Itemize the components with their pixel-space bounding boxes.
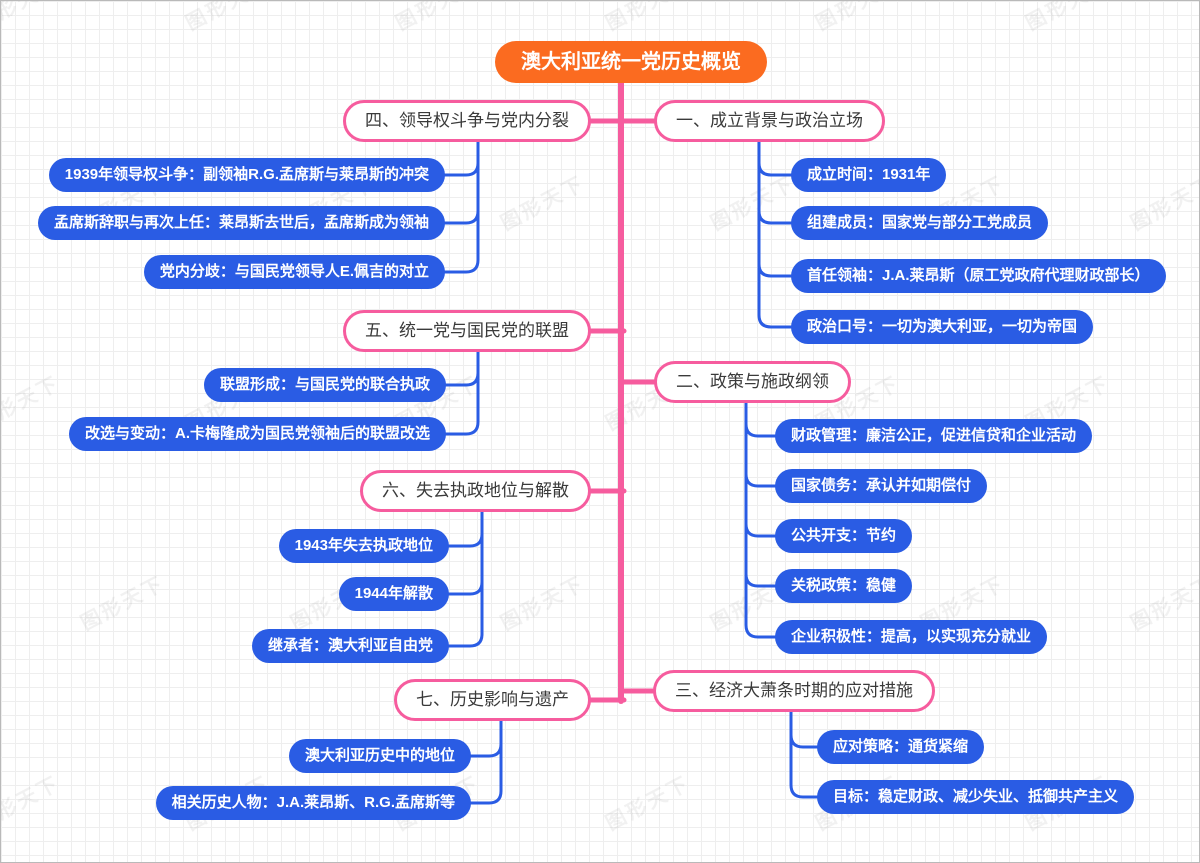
child-node[interactable]: 成立时间：1931年 xyxy=(791,158,947,192)
child-node[interactable]: 党内分歧：与国民党领导人E.佩吉的对立 xyxy=(143,255,445,289)
child-node[interactable]: 1944年解散 xyxy=(338,577,449,611)
child-node[interactable]: 关税政策：稳健 xyxy=(775,569,913,603)
child-node[interactable]: 政治口号：一切为澳大利亚，一切为帝国 xyxy=(791,310,1094,344)
child-node[interactable]: 澳大利亚历史中的地位 xyxy=(288,739,471,773)
branch-node-2[interactable]: 二、政策与施政纲领 xyxy=(654,361,851,403)
child-node[interactable]: 1943年失去执政地位 xyxy=(278,529,449,563)
child-node[interactable]: 组建成员：国家党与部分工党成员 xyxy=(791,206,1049,240)
child-node[interactable]: 应对策略：通货紧缩 xyxy=(817,730,985,764)
child-node[interactable]: 国家债务：承认并如期偿付 xyxy=(775,469,988,503)
child-node[interactable]: 财政管理：廉洁公正，促进信贷和企业活动 xyxy=(775,419,1093,453)
child-node[interactable]: 孟席斯辞职与再次上任：莱昂斯去世后，孟席斯成为领袖 xyxy=(37,206,445,240)
child-node[interactable]: 改选与变动：A.卡梅隆成为国民党领袖后的联盟改选 xyxy=(68,417,446,451)
branch-node-7[interactable]: 七、历史影响与遗产 xyxy=(394,679,591,721)
child-node[interactable]: 公共开支：节约 xyxy=(775,519,913,553)
root-node[interactable]: 澳大利亚统一党历史概览 xyxy=(495,41,767,83)
child-node[interactable]: 企业积极性：提高，以实现充分就业 xyxy=(775,620,1048,654)
child-node[interactable]: 联盟形成：与国民党的联合执政 xyxy=(203,368,446,402)
child-node[interactable]: 目标：稳定财政、减少失业、抵御共产主义 xyxy=(817,780,1135,814)
branch-node-6[interactable]: 六、失去执政地位与解散 xyxy=(360,470,591,512)
branch-node-5[interactable]: 五、统一党与国民党的联盟 xyxy=(343,310,591,352)
branch-node-1[interactable]: 一、成立背景与政治立场 xyxy=(654,100,885,142)
child-node[interactable]: 相关历史人物：J.A.莱昂斯、R.G.孟席斯等 xyxy=(155,786,471,820)
branch-node-4[interactable]: 四、领导权斗争与党内分裂 xyxy=(343,100,591,142)
child-node[interactable]: 继承者：澳大利亚自由党 xyxy=(251,629,449,663)
branch-node-3[interactable]: 三、经济大萧条时期的应对措施 xyxy=(653,670,935,712)
child-node[interactable]: 1939年领导权斗争：副领袖R.G.孟席斯与莱昂斯的冲突 xyxy=(48,158,445,192)
child-node[interactable]: 首任领袖：J.A.莱昂斯（原工党政府代理财政部长） xyxy=(791,259,1166,293)
